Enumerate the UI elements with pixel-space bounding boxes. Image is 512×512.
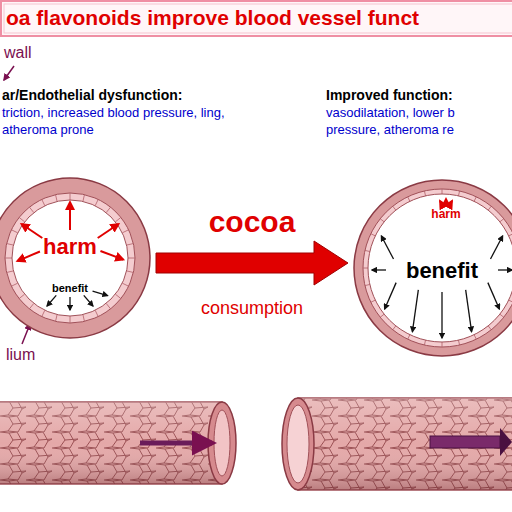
condition-heading: Improved function: (326, 86, 512, 104)
leader-line (4, 66, 14, 80)
condition-text-box: Improved function:vasodilatation, lower … (326, 84, 512, 140)
block-arrow (156, 241, 348, 285)
title-banner-inner (4, 4, 512, 33)
vessel-tube-right (282, 398, 512, 490)
harm-label: harm (43, 232, 97, 261)
condition-heading: ar/Endothelial dysfunction: (2, 86, 264, 104)
part-label: wall (4, 44, 32, 62)
benefit-label: benefit (406, 256, 478, 285)
title-banner (1, 1, 512, 36)
vessel-cross-section: harm benefit (352, 178, 512, 358)
harm-label: harm (431, 206, 460, 222)
arrow-caption: consumption (201, 298, 303, 319)
benefit-label: benefit (52, 281, 88, 295)
diagram-title: oa flavonoids improve blood vessel funct (6, 6, 419, 30)
vessel-cross-section: harm benefit (0, 176, 152, 340)
vessel-tube-left (0, 402, 236, 484)
part-label: lium (6, 346, 35, 364)
condition-description: triction, increased blood pressure, ling… (2, 104, 264, 138)
arrow-label: cocoa (209, 205, 296, 239)
condition-text-box: ar/Endothelial dysfunction:triction, inc… (2, 84, 264, 140)
condition-description: vasodilatation, lower b pressure, athero… (326, 104, 512, 138)
